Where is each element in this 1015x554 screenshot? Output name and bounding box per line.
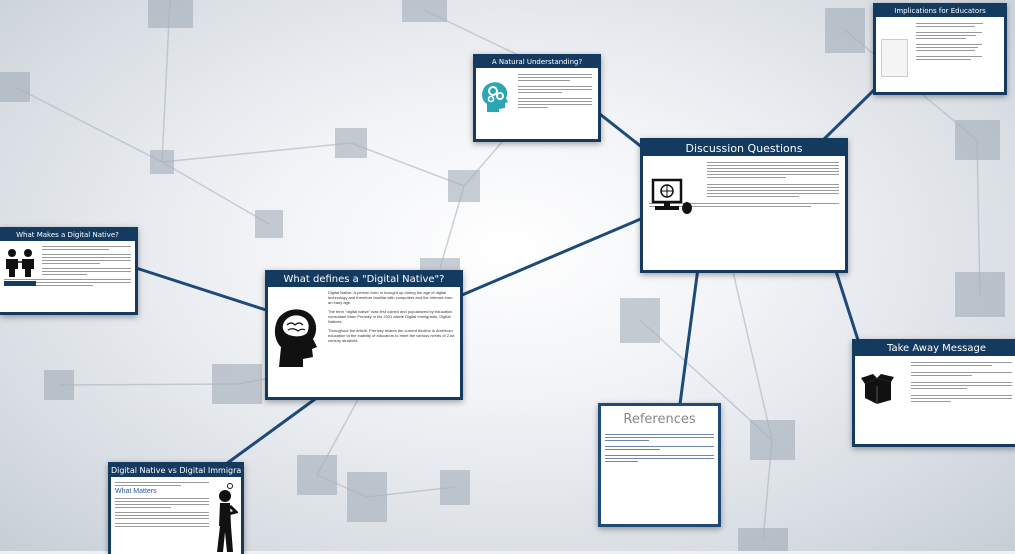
computer-mouse-icon [651,178,692,214]
card-title: Take Away Message [855,342,1015,356]
card-title: References [623,412,696,427]
head-gears-icon [482,82,508,112]
subtitle-what-matters: What Matters [115,488,157,495]
document-icon [881,39,908,77]
card-title: Implications for Educators [876,6,1004,17]
card-digital-native-vs-digital-immigrant[interactable]: Digital Native vs Digital Immigrant What… [108,462,244,554]
head-brain-icon [274,309,317,367]
two-people-icon [6,249,34,277]
thinking-person-icon [217,483,238,552]
card-what-makes-a-digital-native[interactable]: What Makes a Digital Native? [0,227,138,315]
card-take-away-message[interactable]: Take Away Message [852,339,1015,447]
caption-bar [4,281,36,286]
card-title: What Makes a Digital Native? [0,230,135,241]
card-title: What defines a "Digital Native"? [268,273,460,287]
card-discussion-questions[interactable]: Discussion Questions [640,138,848,273]
card-references[interactable]: References [598,403,721,527]
box-icon [861,374,894,404]
card-title: Digital Native vs Digital Immigrant [111,465,241,477]
card-implications-for-educators[interactable]: Implications for Educators [873,3,1007,95]
card-what-defines-a-digital-native[interactable]: What defines a "Digital Native"? Digital… [265,270,463,400]
card-title: Discussion Questions [643,141,845,156]
definition-text: Digital Native: A person born or brought… [328,290,453,305]
card-title: A Natural Understanding? [476,57,598,68]
card-a-natural-understanding[interactable]: A Natural Understanding? [473,54,601,142]
origin-text: The term "digital native" was first coin… [328,309,453,324]
article-text: Throughout the article, Prensky relates … [328,328,455,343]
